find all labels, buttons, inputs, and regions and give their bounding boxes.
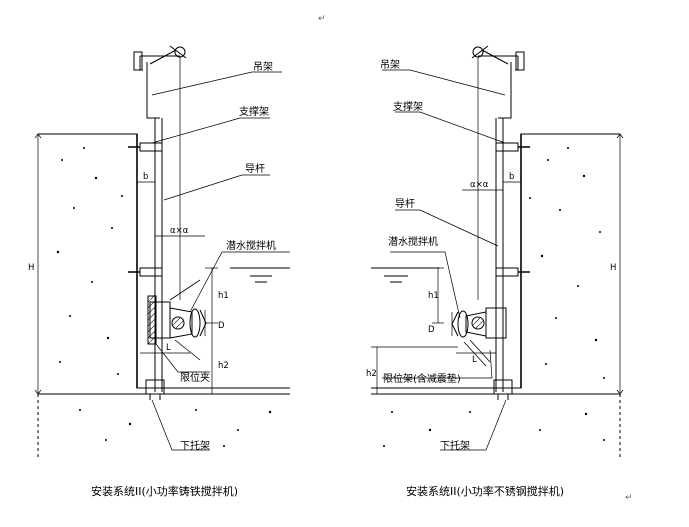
left-label-mixer: 潜水搅拌机 xyxy=(226,239,276,252)
right-installation xyxy=(371,45,624,460)
left-label-bottom-bracket: 下托架 xyxy=(180,439,210,452)
left-dim-b: b xyxy=(143,172,148,182)
right-dim-h2: h2 xyxy=(366,369,377,379)
right-label-limiter: 限位架(含减震垫) xyxy=(383,372,461,385)
left-dim-L: L xyxy=(166,343,171,353)
left-dim-D: D xyxy=(218,321,225,331)
right-label-mixer: 潜水搅拌机 xyxy=(388,235,438,248)
right-caption: 安装系统II(小功率不锈钢搅拌机) xyxy=(406,484,564,498)
left-dim-h2: h2 xyxy=(218,361,229,371)
right-support-bracket-lower xyxy=(495,267,519,277)
left-hanger-frame xyxy=(137,49,180,119)
left-label-hanger: 吊架 xyxy=(253,61,273,73)
right-dim-b: b xyxy=(509,172,514,182)
right-concrete-fill xyxy=(383,147,605,447)
left-label-limiter: 限位夹 xyxy=(180,371,210,384)
left-label-guide-rod: 导杆 xyxy=(245,163,265,175)
right-dim-L: L xyxy=(472,355,477,365)
right-dim-D: D xyxy=(428,325,435,335)
right-hanger-frame xyxy=(478,49,521,119)
left-installation xyxy=(34,45,290,460)
paragraph-mark-bottom: ↵ xyxy=(625,493,633,503)
right-label-bottom-bracket: 下托架 xyxy=(440,439,470,452)
left-bottom-bracket xyxy=(145,379,165,400)
right-support-bracket-upper xyxy=(495,142,519,152)
right-bottom-bracket xyxy=(493,379,513,400)
right-dim-axa: α×α xyxy=(470,180,489,190)
left-dim-axa: α×α xyxy=(170,226,189,236)
right-label-support: 支撑架 xyxy=(393,100,423,113)
right-label-hanger: 吊架 xyxy=(380,59,400,71)
left-concrete-fill xyxy=(56,147,272,447)
right-label-guide-rod: 导杆 xyxy=(395,198,415,210)
left-support-bracket-lower xyxy=(139,267,163,277)
right-dim-H: H xyxy=(610,263,616,273)
left-caption: 安装系统II(小功率铸铁搅拌机) xyxy=(91,484,238,498)
left-dim-H: H xyxy=(28,263,34,273)
left-dim-h1: h1 xyxy=(218,291,229,301)
left-support-bracket-upper xyxy=(139,142,163,152)
right-dim-h1: h1 xyxy=(428,291,439,301)
paragraph-mark-top: ↵ xyxy=(318,14,326,24)
right-mixer-body xyxy=(451,307,507,367)
left-label-support: 支撑架 xyxy=(239,105,269,118)
left-mixer-body xyxy=(147,279,207,361)
